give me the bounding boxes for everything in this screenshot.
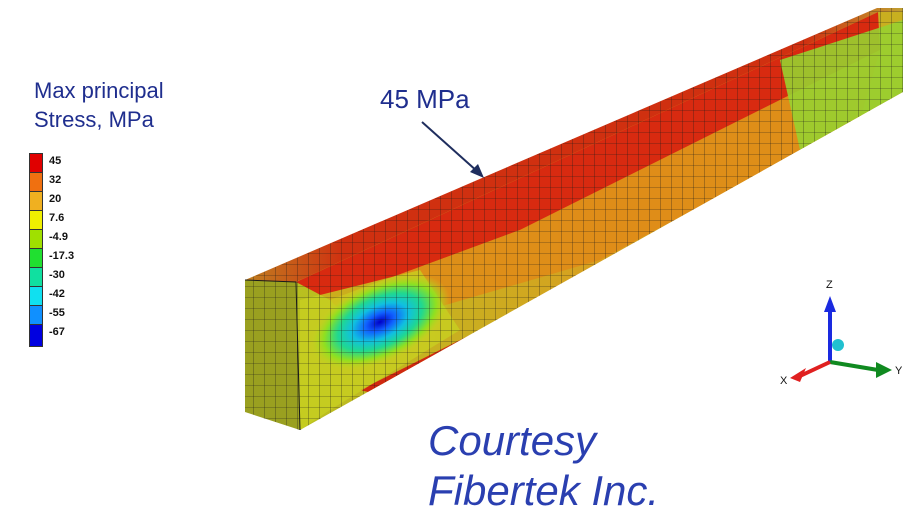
legend-label: 20 <box>49 193 62 205</box>
beam-top-face <box>245 8 903 282</box>
y-axis-arrow <box>876 362 892 378</box>
legend-swatch <box>29 324 43 347</box>
legend-label: 7.6 <box>49 212 65 224</box>
z-axis-arrow <box>824 296 836 312</box>
legend-label: -67 <box>49 326 65 338</box>
axis-triad: Z Y X <box>780 279 903 387</box>
legend-label: -17.3 <box>49 250 75 262</box>
legend-label: -55 <box>49 307 65 319</box>
legend-label: -30 <box>49 269 65 281</box>
beam-side-face <box>296 12 903 430</box>
legend-label: -42 <box>49 288 65 300</box>
stress-callout-label: 45 MPa <box>380 84 470 114</box>
courtesy-line1: Courtesy <box>428 417 597 464</box>
x-axis-arrow <box>790 368 806 382</box>
y-axis-label: Y <box>895 365 903 377</box>
callout-arrow <box>421 121 484 178</box>
legend-label: 45 <box>49 155 62 167</box>
courtesy-line2: Fibertek Inc. <box>428 467 660 514</box>
legend-title-line2: Stress, MPa <box>34 107 154 132</box>
legend-title: Max principal Stress, MPa <box>34 76 164 134</box>
legend-label: 32 <box>49 174 62 186</box>
beam-end-face <box>244 279 301 431</box>
legend-label: -4.9 <box>49 231 68 243</box>
legend-title-line1: Max principal <box>34 78 164 103</box>
z-axis-label: Z <box>826 279 833 291</box>
courtesy-caption: Courtesy Fibertek Inc. <box>428 416 659 516</box>
x-axis-label: X <box>780 375 788 387</box>
